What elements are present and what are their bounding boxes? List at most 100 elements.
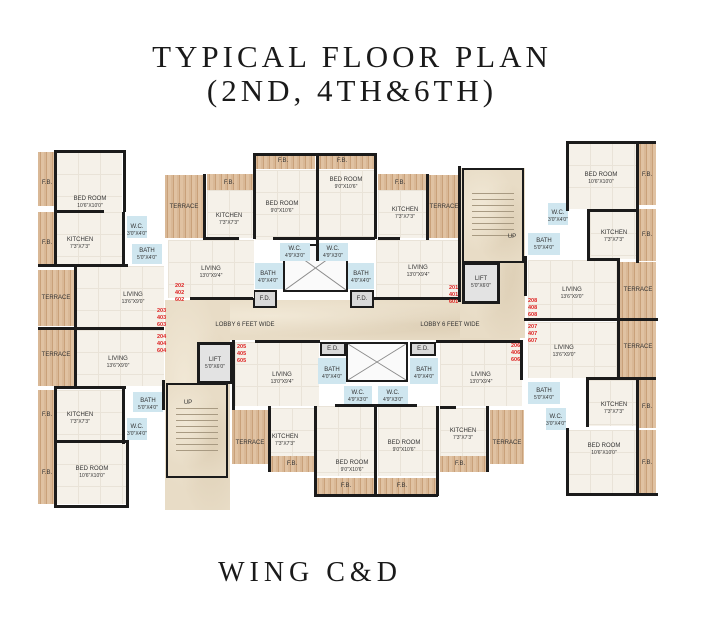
wall [123,150,126,212]
north-right-fb-kitchen-label: F.B. [394,180,406,186]
east-bottom-terrace [620,320,656,378]
lobby-label-left: LOBBY 6 FEET WIDE [215,322,275,328]
north-right-wc [318,243,348,261]
south-left-fb-kitchen [270,456,314,472]
wall [520,340,523,380]
wall [566,493,658,496]
east-top-wc-label: W.C.3'0"X4'0" [548,210,568,223]
east-bottom-living [528,322,618,378]
flat-number-208: 208 408 608 [528,298,538,318]
north-right-terrace-label: TERRACE [429,204,459,210]
wall [617,320,620,378]
west-top-fb2-label: F.B. [41,240,53,246]
south-left-bath [318,358,346,384]
flat-number-204: 204 404 604 [157,334,167,354]
south-left-bedroom [316,406,374,476]
wall [617,258,620,320]
north-left-wc-label: W.C.4'9"X3'0" [285,246,305,259]
south-right-fb-bed [378,478,436,494]
wall [74,330,77,386]
wall [126,440,129,508]
north-left-bedroom [255,170,317,240]
wall [440,406,456,409]
wall [54,150,126,153]
plan-title: TYPICAL FLOOR PLAN [152,39,552,74]
wall [374,153,377,239]
north-left-fb-kitchen [207,174,253,190]
east-bottom-bath [528,382,560,404]
south-left-kitchen [270,408,314,456]
wall [586,377,589,427]
wall [566,141,656,144]
south-right-bedroom [378,406,436,476]
stairs-up-label-north: UP [507,234,517,240]
flat-number-207: 207 407 607 [528,324,538,344]
wall [587,209,590,261]
ed-left-label: E.D. [327,346,339,352]
wall [203,237,239,240]
east-top-terrace-label: TERRACE [623,287,653,293]
east-bottom-fb1-label: F.B. [641,404,653,410]
fire-duct-right [350,290,374,308]
south-right-wc [378,386,408,404]
west-bottom-terrace-label: TERRACE [41,352,71,358]
east-bottom-wc [546,408,566,430]
wall [232,340,235,410]
east-top-bath [528,233,560,255]
west-top-wc [127,216,147,238]
south-left-terrace-label: TERRACE [235,440,265,446]
east-bottom-fb2 [638,430,656,494]
wall [273,237,375,240]
wall [436,340,522,343]
north-left-kitchen [207,190,253,238]
south-right-wc-label: W.C.4'9"X3'0" [383,390,403,403]
wall [587,209,639,212]
electric-duct-right [410,342,436,356]
wall [587,258,617,261]
west-top-terrace-label: TERRACE [41,295,71,301]
west-bottom-fb2 [38,442,56,504]
wall [316,153,319,261]
west-top-bath [132,244,162,264]
lift-east [462,262,500,304]
plan-subtitle: (2ND, 4TH&6TH) [206,73,498,108]
wall [566,428,569,494]
north-left-fb-bed [255,153,315,169]
wall [636,377,639,495]
wall [636,141,639,263]
flat-number-201: 201 401 601 [449,285,459,305]
south-left-fb-bed [316,478,374,494]
south-right-fb-kitchen-label: F.B. [454,461,466,467]
wall [486,406,489,472]
east-top-kitchen [590,211,638,259]
west-top-kitchen [56,212,122,264]
east-top-wc [548,203,568,225]
north-right-bath [348,263,374,289]
east-top-terrace [620,262,656,318]
west-bottom-bedroom [56,442,128,504]
wall [374,297,460,300]
north-right-terrace [428,175,460,238]
east-bottom-wc-label: W.C.3'0"X4'0" [546,414,566,427]
wing-label: WING C&D [218,557,402,588]
wall [74,264,77,328]
wall [38,327,164,330]
west-top-fb1-label: F.B. [41,180,53,186]
wall [268,406,271,472]
west-top-bedroom [56,152,122,212]
wall [458,166,461,302]
